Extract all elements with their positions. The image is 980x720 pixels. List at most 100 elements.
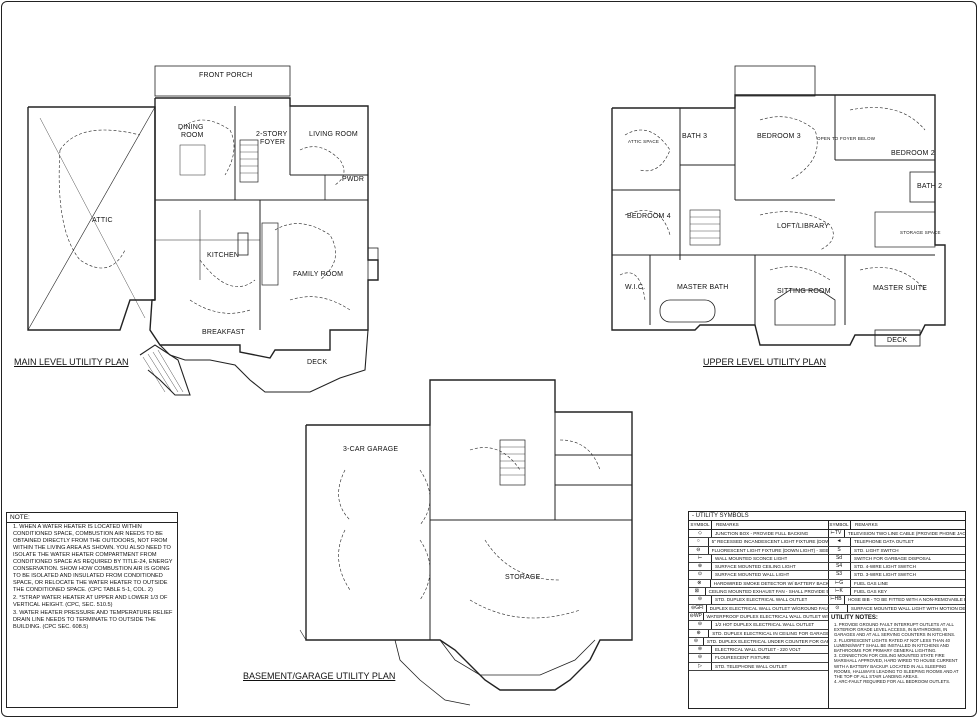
label-bath3: BATH 3 (682, 133, 708, 140)
label-breakfast: BREAKFAST (202, 329, 246, 336)
label-kitchen: KITCHEN (207, 252, 240, 259)
note-item-2: 2. *STRAP WATER HEATER AT UPPER AND LOWE… (13, 595, 168, 608)
legend-symbol-header: SYMBOL (828, 521, 851, 529)
legend-row: ⊖FLUORESCENT LIGHT FIXTURE (DOWN LIGHT) … (689, 546, 828, 555)
legend-row: ▷STD. TELEPHONE WALL OUTLET (689, 662, 828, 672)
legend-left-column: SYMBOL REMARKS ◇JUNCTION BOX - PROVIDE F… (689, 521, 829, 708)
label-sitting-room: SITTING ROOM (777, 288, 831, 295)
legend-remark: FLUORESCENT LIGHT FIXTURE (DOWN LIGHT) -… (711, 547, 828, 553)
label-storage-space: STORAGE SPACE (900, 230, 941, 235)
label-family-room: FAMILY ROOM (293, 271, 344, 278)
legend-symbol: ⊢G (828, 579, 851, 588)
utility-notes-heading: UTILITY NOTES: (831, 614, 878, 621)
legend-symbol: ⊙ (828, 604, 848, 612)
legend-row: ◇JUNCTION BOX - PROVIDE FULL BACKING (689, 530, 828, 539)
legend-symbol: ⊖GFI (689, 604, 707, 612)
utility-note: 2. FLUORESCENT LIGHTS RATED AT NOT LESS … (834, 637, 951, 653)
utility-note: 1. PROVIDE GROUND FAULT INTERRUPT OUTLET… (834, 621, 956, 638)
legend-symbol: ⊖WP (689, 612, 704, 621)
label-open-to-foyer: OPEN TO FOYER BELOW (817, 136, 876, 141)
label-front-porch: FRONT PORCH (199, 72, 253, 79)
legend-row: ⊖FLOURESCENT FIXTURE (689, 654, 828, 663)
legend-remark: STD. 4-WIRE LIGHT SWITCH (854, 564, 916, 570)
legend-remark: SURFACE MOUNTED WALL LIGHT (715, 572, 790, 578)
legend-symbol: ⊕ (689, 629, 710, 637)
legend-remark: FUEL GAS LINE (854, 580, 889, 586)
legend-remark: TELEVISION TWO LINE CABLE (PROVIDE PHONE… (847, 531, 965, 536)
label-pwdr: PWDR (342, 176, 365, 183)
label-bedroom3: BEDROOM 3 (757, 133, 801, 140)
legend-row: ○5" RECESSED INCANDESCENT LIGHT FIXTURE … (689, 538, 828, 547)
legend-remark: HOSE BIB - TO BE FITTED WITH A NON-REMOV… (847, 597, 965, 603)
legend-symbol-header: SYMBOL (689, 521, 712, 529)
utility-note: 3. CONNECTION FOR CEILING MOUNTED STATE … (834, 653, 959, 679)
legend-remark: TELEPHONE DATA OUTLET (854, 539, 914, 545)
legend-remark: WATERPROOF DUPLEX ELECTRICAL WALL OUTLET… (706, 613, 829, 619)
label-wic: W.I.C. (625, 284, 646, 291)
legend-symbol: ⊜ (689, 646, 712, 654)
label-storage: STORAGE (505, 574, 541, 581)
legend-symbol: S (828, 546, 851, 554)
legend-symbol: ⊢HB (828, 596, 845, 604)
legend-symbol: S4 (828, 563, 851, 571)
legend-row: ⊕SURFACE MOUNTED CEILING LIGHT (689, 563, 828, 572)
label-attic: ATTIC (92, 217, 113, 224)
label-master-bath: MASTER BATH (677, 284, 729, 291)
legend-symbol: ⊢TV (828, 530, 845, 538)
label-loft-library: LOFT/LIBRARY (777, 223, 830, 230)
legend-symbol: ⊖ (689, 546, 709, 554)
legend-row: ⊕STD. DUPLEX ELECTRICAL IN CEILING FOR G… (689, 629, 828, 638)
legend-remark: FLOURESCENT FIXTURE (715, 655, 771, 661)
legend-symbol: ◇ (689, 530, 712, 538)
label-bedroom2: BEDROOM 2 (891, 150, 935, 157)
legend-symbol: ⊖ (689, 621, 712, 629)
note-heading: NOTE: (7, 513, 177, 523)
legend-remark: SURFACE MOUNTED CEILING LIGHT (715, 564, 796, 570)
label-dining-room: ROOM (181, 132, 204, 139)
legend-row: ⊖1/2 HOT DUPLEX ELECTRICAL WALL OUTLET (689, 621, 828, 630)
legend-remark: CEILING MOUNTED EXHAUST FAN - SHALL PROV… (708, 589, 828, 595)
label-dining: DINING (178, 124, 204, 131)
legend-remark: SURFACE MOUNTED WALL LIGHT WITH MOTION D… (850, 605, 965, 611)
legend-symbol: ⊖ (689, 596, 712, 604)
legend-symbol: Sd (828, 554, 851, 563)
label-two-story: 2-STORY (256, 131, 288, 138)
legend-symbol: S3 (828, 571, 851, 579)
legend-remark: ELECTRICAL WALL OUTLET - 220 VOLT (715, 647, 801, 653)
legend-remark: SWITCH FOR GARBAGE DISPOSAL (854, 555, 932, 561)
legend-remark: WALL MOUNTED SCONCE LIGHT (715, 555, 788, 561)
legend-symbol: ⊢K (828, 588, 851, 596)
legend-row: ⊢WALL MOUNTED SCONCE LIGHT (689, 554, 828, 564)
label-master-suite: MASTER SUITE (873, 285, 928, 292)
legend-right-header: SYMBOL REMARKS (828, 521, 965, 530)
upper-level-title: UPPER LEVEL UTILITY PLAN (703, 357, 827, 367)
note-item-1: 1. WHEN A WATER HEATER IS LOCATED WITHIN… (13, 524, 173, 593)
legend-row: ⊠CEILING MOUNTED EXHAUST FAN - SHALL PRO… (689, 588, 828, 597)
legend-symbol: ▷ (689, 662, 712, 671)
label-attic-space: ATTIC SPACE (628, 139, 660, 144)
legend-remarks-header: REMARKS (855, 522, 878, 527)
legend-symbol: ⊠ (689, 588, 706, 596)
legend-symbol: ◄ (828, 538, 851, 546)
legend-remarks-header: REMARKS (716, 522, 739, 527)
label-deck-upper: DECK (887, 337, 908, 344)
legend-symbol: ⊖ (689, 637, 704, 646)
utility-symbols-legend: - UTILITY SYMBOLS SYMBOL REMARKS ◇JUNCTI… (688, 511, 966, 709)
label-deck-main: DECK (307, 359, 328, 366)
legend-remark: STD. DUPLEX ELECTRICAL IN CEILING FOR GA… (712, 630, 828, 636)
legend-row: ⊖STD. DUPLEX ELECTRICAL UNDER COUNTER FO… (689, 637, 828, 647)
legend-remark: DUPLEX ELECTRICAL WALL OUTLET W/GROUND F… (709, 605, 828, 611)
legend-heading: - UTILITY SYMBOLS (689, 512, 965, 521)
note-box: NOTE: 1. WHEN A WATER HEATER IS LOCATED … (6, 512, 178, 708)
legend-remark: 1/2 HOT DUPLEX ELECTRICAL WALL OUTLET (715, 622, 815, 628)
legend-remark: STD. DUPLEX ELECTRICAL WALL OUTLET (715, 597, 808, 603)
legend-symbol: ○ (689, 538, 709, 546)
